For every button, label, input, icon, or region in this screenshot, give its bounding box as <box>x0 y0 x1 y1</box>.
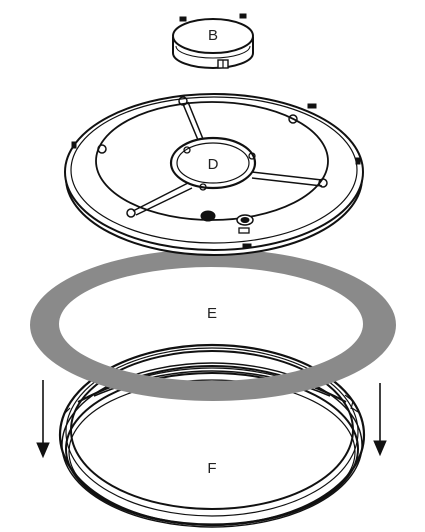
label-b: B <box>208 27 218 44</box>
part-d-lid <box>64 93 364 256</box>
arrow-down-icon <box>373 383 387 457</box>
part-b-cap <box>172 13 254 69</box>
label-e: E <box>207 305 217 322</box>
label-d: D <box>208 156 219 173</box>
part-e-gasket <box>30 249 396 401</box>
label-f: F <box>207 460 216 477</box>
arrow-down-icon <box>36 380 50 459</box>
